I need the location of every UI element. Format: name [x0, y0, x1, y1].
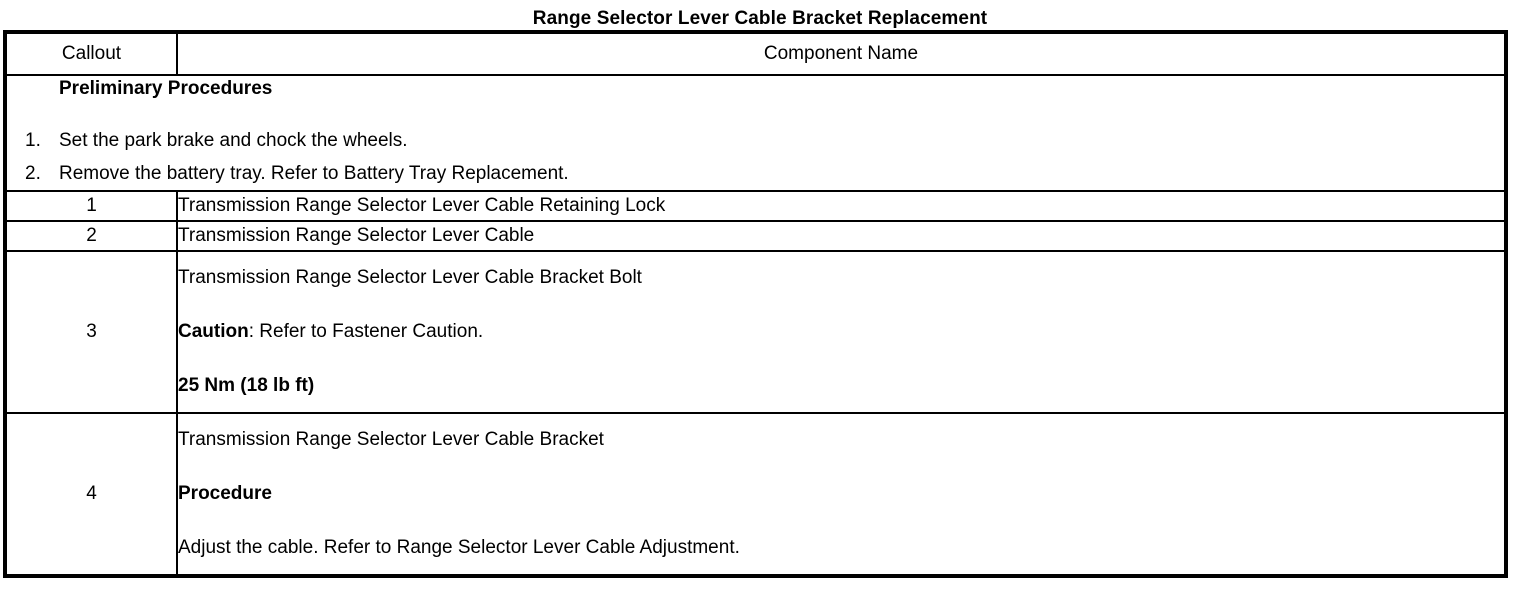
component-name-cell: Transmission Range Selector Lever Cable … [176, 250, 1507, 414]
caution-note: Caution: Refer to Fastener Caution. [178, 318, 1504, 346]
column-header-callout: Callout [4, 31, 178, 76]
list-item-text: Remove the battery tray. Refer to Batter… [59, 163, 569, 184]
caution-label: Caution [178, 321, 249, 342]
caution-text: : Refer to Fastener Caution. [248, 321, 484, 342]
preliminary-procedures-row: Preliminary Procedures 1. Set the park b… [4, 74, 1507, 192]
table-row: 1 Transmission Range Selector Lever Cabl… [4, 190, 1507, 222]
table-row: 4 Transmission Range Selector Lever Cabl… [4, 412, 1507, 577]
component-name-text: Transmission Range Selector Lever Cable … [178, 195, 666, 216]
table-header-row: Callout Component Name [4, 31, 1507, 76]
list-item: 2. Remove the battery tray. Refer to Bat… [7, 157, 1504, 190]
callout-number: 3 [4, 250, 178, 414]
list-item-number: 1. [25, 130, 41, 151]
preliminary-procedures-heading: Preliminary Procedures [59, 78, 273, 99]
callout-number: 1 [4, 190, 178, 222]
component-name-text: Transmission Range Selector Lever Cable … [178, 267, 642, 288]
component-name-cell: Transmission Range Selector Lever Cable … [176, 190, 1507, 222]
component-name-text: Transmission Range Selector Lever Cable [178, 225, 535, 246]
callout-number: 4 [4, 412, 178, 577]
procedure-label: Procedure [178, 483, 272, 504]
callout-component-table: Callout Component Name Preliminary Proce… [3, 30, 1508, 578]
torque-spec: 25 Nm (18 lb ft) [178, 375, 315, 396]
callout-number: 2 [4, 220, 178, 252]
procedure-text: Adjust the cable. Refer to Range Selecto… [178, 537, 740, 558]
list-item-text: Set the park brake and chock the wheels. [59, 130, 408, 151]
preliminary-procedures-list: 1. Set the park brake and chock the whee… [7, 124, 1504, 190]
component-name-text: Transmission Range Selector Lever Cable … [178, 429, 604, 450]
table-row: 2 Transmission Range Selector Lever Cabl… [4, 220, 1507, 252]
component-name-cell: Transmission Range Selector Lever Cable … [176, 412, 1507, 577]
table-row: 3 Transmission Range Selector Lever Cabl… [4, 250, 1507, 414]
list-item-number: 2. [25, 163, 41, 184]
page-title: Range Selector Lever Cable Bracket Repla… [532, 8, 988, 29]
list-item: 1. Set the park brake and chock the whee… [7, 124, 1504, 157]
preliminary-procedures-cell: Preliminary Procedures 1. Set the park b… [4, 74, 1507, 192]
component-name-cell: Transmission Range Selector Lever Cable [176, 220, 1507, 252]
column-header-component-name: Component Name [176, 31, 1507, 76]
